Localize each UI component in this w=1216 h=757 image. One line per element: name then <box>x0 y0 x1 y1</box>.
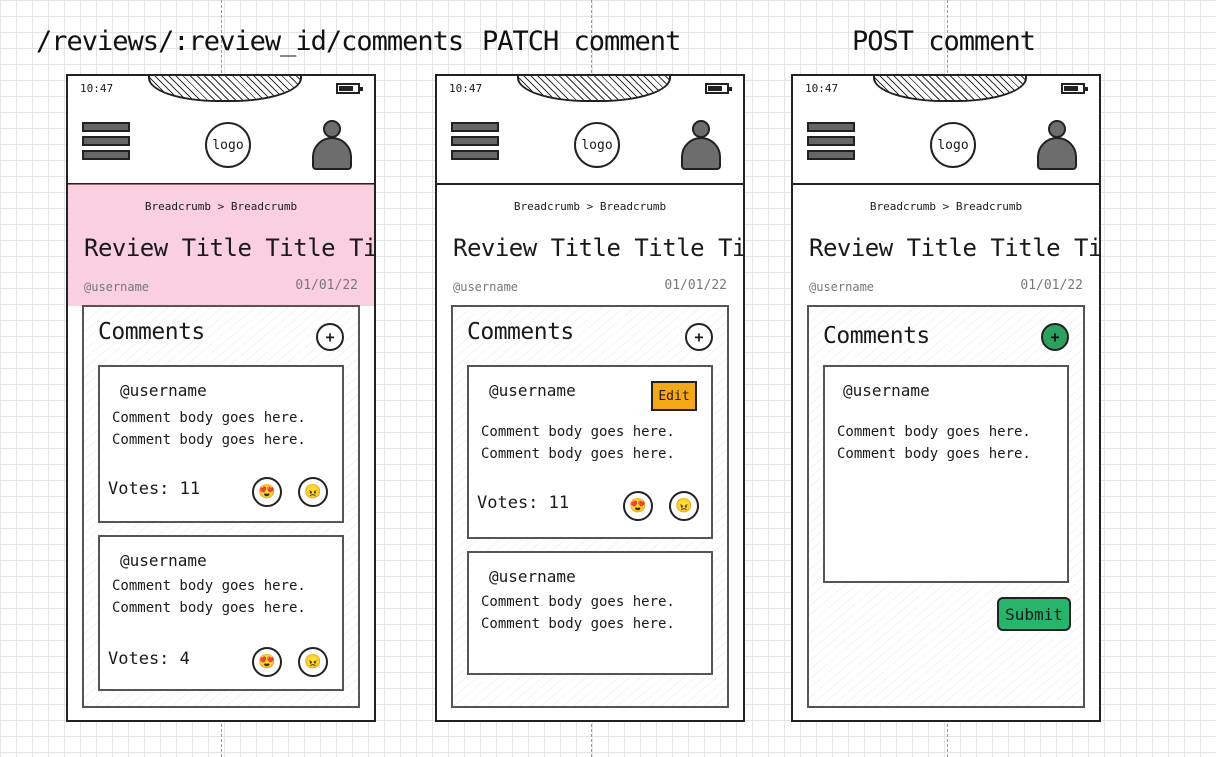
logo[interactable]: logo <box>574 122 620 168</box>
patch-title: PATCH comment <box>482 26 681 57</box>
comments-heading: Comments <box>98 319 205 345</box>
breadcrumb[interactable]: Breadcrumb > Breadcrumb <box>144 200 298 213</box>
phone-notch <box>148 76 302 102</box>
logo[interactable]: logo <box>930 122 976 168</box>
comments-panel: Comments + @username Edit Comment body g… <box>451 305 729 708</box>
comment-author[interactable]: @username <box>120 381 207 400</box>
comment-body: Comment body goes here.Comment body goes… <box>481 594 675 632</box>
review-header-highlight: Breadcrumb > Breadcrumb Review Title Tit… <box>68 184 376 306</box>
review-title: Review Title Title Title <box>84 234 376 262</box>
review-title: Review Title Title Title <box>809 234 1101 262</box>
comment-card-editable: @username Edit Comment body goes here.Co… <box>467 365 713 539</box>
app-header: logo <box>793 109 1099 185</box>
phone-post-comment: 10:47 logo Breadcrumb > Breadcrumb Revie… <box>791 74 1101 722</box>
downvote-angry-icon[interactable]: 😠 <box>298 647 328 677</box>
hamburger-menu-icon[interactable] <box>451 122 499 164</box>
app-header: logo <box>68 109 374 185</box>
comment-body: Comment body goes here.Comment body goes… <box>481 424 675 462</box>
comment-card: @username Comment body goes here.Comment… <box>98 365 344 523</box>
status-time: 10:47 <box>80 82 114 95</box>
user-avatar-icon[interactable] <box>681 120 721 170</box>
phone-patch-comment: 10:47 logo Breadcrumb > Breadcrumb Revie… <box>435 74 745 722</box>
battery-icon <box>336 83 363 94</box>
comment-body: Comment body goes here.Comment body goes… <box>112 410 306 448</box>
review-header: Breadcrumb > Breadcrumb Review Title Tit… <box>437 184 745 306</box>
comments-heading: Comments <box>467 319 574 345</box>
comment-card: @username Comment body goes here.Comment… <box>467 551 713 675</box>
add-comment-button[interactable]: + <box>316 323 344 351</box>
phone-notch <box>873 76 1027 102</box>
edit-comment-button[interactable]: Edit <box>651 381 697 411</box>
downvote-angry-icon[interactable]: 😠 <box>298 477 328 507</box>
submit-button[interactable]: Submit <box>997 597 1071 631</box>
status-time: 10:47 <box>449 82 483 95</box>
review-author[interactable]: @username <box>84 280 150 294</box>
review-author[interactable]: @username <box>453 280 519 294</box>
upvote-love-icon[interactable]: 😍 <box>252 647 282 677</box>
review-date: 01/01/22 <box>664 278 727 293</box>
post-title: POST comment <box>852 26 1036 57</box>
review-author[interactable]: @username <box>809 280 875 294</box>
breadcrumb[interactable]: Breadcrumb > Breadcrumb <box>513 200 667 213</box>
hamburger-menu-icon[interactable] <box>82 122 130 164</box>
comment-votes: Votes: 11 <box>108 479 201 499</box>
app-header: logo <box>437 109 743 185</box>
comment-card: @username Comment body goes here.Comment… <box>98 535 344 691</box>
comment-author[interactable]: @username <box>489 567 576 586</box>
comment-author: @username <box>843 381 930 400</box>
comment-author[interactable]: @username <box>120 551 207 570</box>
battery-icon <box>1061 83 1088 94</box>
review-date: 01/01/22 <box>295 278 358 293</box>
add-comment-button[interactable]: + <box>685 323 713 351</box>
comment-body: Comment body goes here.Comment body goes… <box>112 578 306 616</box>
comment-votes: Votes: 4 <box>108 649 190 669</box>
review-title: Review Title Title Title <box>453 234 745 262</box>
view-route-title: /reviews/:review_id/comments <box>36 26 464 57</box>
phone-view-comments: 10:47 logo Breadcrumb > Breadcrumb Revie… <box>66 74 376 722</box>
user-avatar-icon[interactable] <box>1037 120 1077 170</box>
comment-votes: Votes: 11 <box>477 493 570 513</box>
logo[interactable]: logo <box>205 122 251 168</box>
breadcrumb[interactable]: Breadcrumb > Breadcrumb <box>869 200 1023 213</box>
review-header: Breadcrumb > Breadcrumb Review Title Tit… <box>793 184 1101 306</box>
add-comment-button[interactable]: + <box>1041 323 1069 351</box>
upvote-love-icon[interactable]: 😍 <box>252 477 282 507</box>
new-comment-textarea[interactable]: @username Comment body goes here.Comment… <box>823 365 1069 583</box>
user-avatar-icon[interactable] <box>312 120 352 170</box>
downvote-angry-icon[interactable]: 😠 <box>669 491 699 521</box>
upvote-love-icon[interactable]: 😍 <box>623 491 653 521</box>
comment-body-input: Comment body goes here.Comment body goes… <box>837 424 1031 462</box>
comment-author[interactable]: @username <box>489 381 576 400</box>
battery-icon <box>705 83 732 94</box>
review-date: 01/01/22 <box>1020 278 1083 293</box>
status-time: 10:47 <box>805 82 839 95</box>
comments-panel: Comments + @username Comment body goes h… <box>807 305 1085 708</box>
comments-heading: Comments <box>823 323 930 349</box>
hamburger-menu-icon[interactable] <box>807 122 855 164</box>
comments-panel: Comments + @username Comment body goes h… <box>82 305 360 708</box>
phone-notch <box>517 76 671 102</box>
